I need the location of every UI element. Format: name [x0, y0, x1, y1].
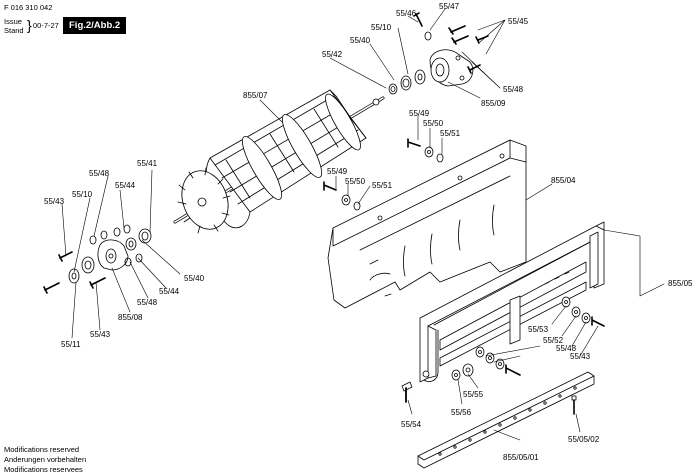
part-label: 55/11 — [61, 340, 81, 349]
part-label: 55/48 — [137, 298, 158, 307]
part-label: 855/07 — [243, 91, 268, 100]
brace-glyph: } — [27, 17, 32, 33]
part-label: 55/43 — [570, 352, 591, 361]
part-labels: 55/46 55/47 55/45 55/10 55/40 55/42 55/4… — [44, 2, 693, 462]
issue-label: Issue — [4, 17, 22, 26]
part-label: 55/56 — [451, 408, 472, 417]
part-label: 55/49 — [409, 109, 430, 118]
stand-label: Stand — [4, 26, 24, 35]
part-label: 55/10 — [72, 190, 93, 199]
part-label: 55/10 — [371, 23, 392, 32]
footer-note: Modifications reserved — [4, 445, 80, 454]
part-label: 55/43 — [44, 197, 65, 206]
part-label: 855/05/01 — [503, 453, 539, 462]
reel-cylinder — [173, 89, 385, 234]
part-label: 855/04 — [551, 176, 576, 185]
blade-plate — [327, 139, 527, 309]
frame-assembly — [419, 221, 605, 383]
part-label: 55/44 — [159, 287, 180, 296]
part-label: 855/08 — [118, 313, 143, 322]
part-label: 55/52 — [543, 336, 564, 345]
part-label: 855/05 — [668, 279, 693, 288]
part-label: 55/50 — [345, 177, 366, 186]
part-label: 55/51 — [372, 181, 393, 190]
part-label: 55/48 — [89, 169, 110, 178]
mid-fasteners — [323, 138, 444, 211]
part-label: 55/45 — [508, 17, 529, 26]
part-label: 55/46 — [396, 9, 417, 18]
part-label: 55/47 — [439, 2, 460, 11]
bearing-housing-left — [43, 224, 152, 294]
bottom-blade — [417, 371, 595, 469]
footer-note: Anderungen vorbehalten — [4, 455, 87, 464]
part-label: 55/40 — [184, 274, 205, 283]
part-label: 55/40 — [350, 36, 371, 45]
part-label: 55/51 — [440, 129, 461, 138]
figure-tag: Fig.2/Abb.2 — [63, 17, 127, 34]
document-number: F 016 310 042 — [4, 3, 53, 12]
bearing-housing-top — [388, 12, 489, 95]
part-label: 55/55 — [463, 390, 484, 399]
leader-lines — [61, 8, 665, 441]
part-label: 55/48 — [503, 85, 524, 94]
part-label: 55/05/02 — [568, 435, 600, 444]
part-label: 855/09 — [481, 99, 506, 108]
footer-note: Modifications reservees — [4, 465, 83, 474]
part-label: 55/48 — [556, 344, 577, 353]
issue-date: 00-7-27 — [33, 21, 59, 30]
frame-fasteners — [401, 296, 605, 415]
part-label: 55/41 — [137, 159, 158, 168]
part-label: 55/49 — [327, 167, 348, 176]
part-label: 55/42 — [322, 50, 343, 59]
part-label: 55/50 — [423, 119, 444, 128]
part-label: 55/53 — [528, 325, 549, 334]
part-label: 55/54 — [401, 420, 422, 429]
part-label: 55/43 — [90, 330, 111, 339]
part-label: 55/44 — [115, 181, 136, 190]
